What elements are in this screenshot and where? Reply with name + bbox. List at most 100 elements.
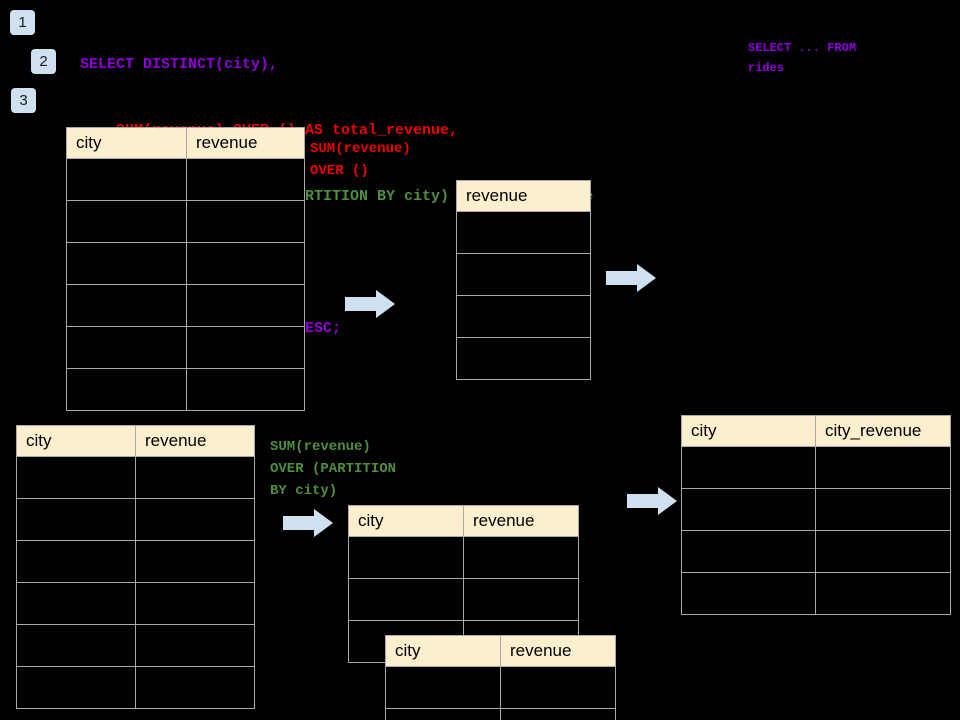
- table-cell: [348, 578, 464, 621]
- column-header: revenue: [186, 127, 305, 159]
- column-header: city_revenue: [815, 415, 951, 447]
- table-row: [681, 572, 951, 615]
- table-cell: [135, 540, 255, 583]
- table-cell: [500, 708, 616, 720]
- column-header: revenue: [500, 635, 616, 667]
- table-cell: [16, 498, 136, 541]
- table-cell: [681, 572, 816, 615]
- table-row: [681, 446, 951, 489]
- table-cell: [186, 242, 305, 285]
- table-cell: [815, 572, 951, 615]
- table-cell: [16, 540, 136, 583]
- table-cell: [186, 326, 305, 369]
- table-row: [385, 708, 616, 720]
- table-cell: [186, 368, 305, 411]
- table-row: [66, 158, 305, 201]
- table-cell: [186, 284, 305, 327]
- table-cell: [681, 488, 816, 531]
- table-row: [66, 284, 305, 327]
- table-cell: [463, 536, 579, 579]
- table-row: [385, 666, 616, 709]
- column-header: city: [385, 635, 501, 667]
- table-cell: [66, 158, 187, 201]
- block-arrow-icon: [283, 509, 333, 537]
- table-cell: [456, 295, 591, 338]
- table-row: [456, 295, 591, 338]
- table-cell: [385, 666, 501, 709]
- table-cell: [66, 284, 187, 327]
- table-cell: [815, 446, 951, 489]
- table-cell: [135, 624, 255, 667]
- table-cell: [348, 536, 464, 579]
- block-arrow-icon: [606, 264, 656, 292]
- column-header: revenue: [135, 425, 255, 457]
- table-row: [16, 540, 255, 583]
- table-row: [681, 488, 951, 531]
- table-cell: [16, 666, 136, 709]
- table-cell: [456, 337, 591, 380]
- table-row: [16, 582, 255, 625]
- annotation-over-empty: SUM(revenue) OVER (): [310, 141, 411, 179]
- table-row: [16, 624, 255, 667]
- column-header: revenue: [463, 505, 579, 537]
- table-cell: [16, 456, 136, 499]
- column-header: city: [66, 127, 187, 159]
- table-row: [16, 498, 255, 541]
- column-header: city: [681, 415, 816, 447]
- step-badge-3: 3: [11, 88, 36, 113]
- column-header: city: [348, 505, 464, 537]
- table-row: [348, 536, 579, 579]
- table-cell: [500, 666, 616, 709]
- block-arrow-icon: [627, 487, 677, 515]
- table-cell: [135, 582, 255, 625]
- table-cell: [16, 582, 136, 625]
- table-row: [66, 200, 305, 243]
- table-cell: [66, 242, 187, 285]
- table-row: [16, 666, 255, 709]
- table-cell: [463, 578, 579, 621]
- arrow-source-to-partition: [283, 507, 333, 539]
- table-row: [66, 326, 305, 369]
- arrow-partition-to-result: [627, 485, 677, 517]
- sql-line-select: SELECT DISTINCT(city),: [80, 56, 279, 73]
- table-cell: [385, 708, 501, 720]
- block-arrow-icon: [345, 290, 395, 318]
- table-row: [681, 530, 951, 573]
- table-row: [16, 456, 255, 499]
- arrow-source-to-total: [345, 288, 395, 320]
- arrow-total-to-result: [606, 262, 656, 294]
- table-cell: [815, 488, 951, 531]
- annotation-partition-by-city: SUM(revenue) OVER (PARTITION BY city): [270, 439, 397, 499]
- table-cell: [135, 498, 255, 541]
- table-row: [456, 337, 591, 380]
- table-row: [348, 578, 579, 621]
- table-cell: [66, 368, 187, 411]
- table-cell: [681, 530, 816, 573]
- table-row: [66, 368, 305, 411]
- table-cell: [815, 530, 951, 573]
- table-header-row: revenue: [456, 180, 591, 212]
- table-cell: [186, 158, 305, 201]
- table-row: [66, 242, 305, 285]
- total-revenue-table: revenue: [456, 180, 591, 380]
- table-cell: [681, 446, 816, 489]
- sql-side-note: SELECT ... FROM rides: [748, 41, 857, 75]
- table-cell: [16, 624, 136, 667]
- table-cell: [186, 200, 305, 243]
- table-cell: [66, 326, 187, 369]
- table-cell: [135, 456, 255, 499]
- table-cell: [66, 200, 187, 243]
- column-header: city: [16, 425, 136, 457]
- step-badge-2: 2: [31, 49, 56, 74]
